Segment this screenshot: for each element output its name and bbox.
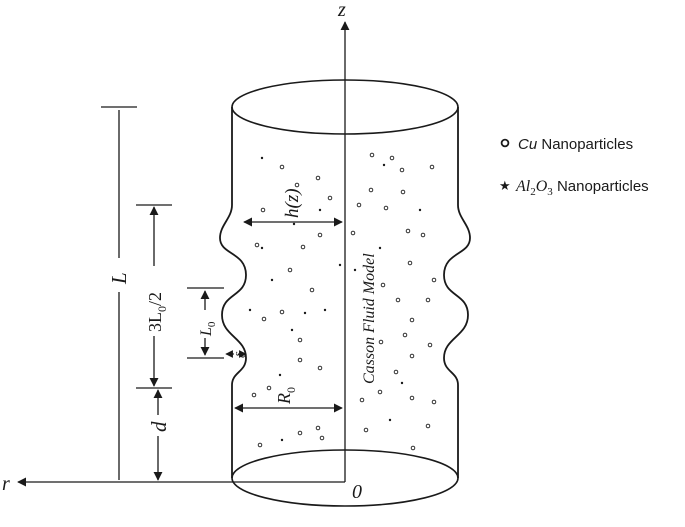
cu-particle xyxy=(297,337,303,343)
cu-particle xyxy=(356,202,362,208)
cu-particle xyxy=(359,397,365,403)
al2o3-particle xyxy=(382,163,386,167)
stenosis-height-label: δ xyxy=(233,351,248,358)
al2o3-particle xyxy=(280,438,284,442)
cu-particle xyxy=(380,282,386,288)
cu-particle xyxy=(266,385,272,391)
al2o3-particle xyxy=(248,308,252,312)
cu-particle xyxy=(368,187,374,193)
radius-label: R0 xyxy=(274,387,298,405)
cu-particle xyxy=(315,175,321,181)
fluid-model-label: Casson Fluid Model xyxy=(361,253,378,384)
tube-left-wall xyxy=(219,107,247,478)
cu-particle xyxy=(409,353,415,359)
cu-particle xyxy=(297,357,303,363)
cu-particle xyxy=(363,427,369,433)
al2o3-particle xyxy=(323,308,327,312)
cu-particle xyxy=(279,309,285,315)
al2o3-particle xyxy=(418,208,422,212)
cu-particle xyxy=(410,445,416,451)
cu-particle xyxy=(327,195,333,201)
cu-particle xyxy=(425,423,431,429)
cu-particle xyxy=(300,244,306,250)
cu-particle xyxy=(350,230,356,236)
wall-height-label: h(z) xyxy=(282,188,303,218)
al2o3-particle xyxy=(292,222,296,226)
cu-particle xyxy=(402,332,408,338)
cu-particle xyxy=(309,287,315,293)
al2o3-particle xyxy=(378,246,382,250)
cu-particle xyxy=(369,152,375,158)
cu-particle xyxy=(377,389,383,395)
al2o3-particle xyxy=(278,373,282,377)
legend: Cu Nanoparticles ★ Al2O3 Nanoparticles xyxy=(499,136,649,198)
cu-particle xyxy=(261,316,267,322)
length-label: L xyxy=(107,272,131,285)
origin-label: 0 xyxy=(352,481,362,503)
r-axis-label: r xyxy=(2,473,10,495)
cu-particle xyxy=(409,317,415,323)
cu-particle xyxy=(287,267,293,273)
cu-particle xyxy=(317,232,323,238)
cu-particle xyxy=(405,228,411,234)
cu-particle xyxy=(395,297,401,303)
z-axis-label: z xyxy=(337,0,346,21)
cu-particle xyxy=(383,205,389,211)
cu-particle xyxy=(431,399,437,405)
cu-particle xyxy=(251,392,257,398)
cu-particle xyxy=(409,395,415,401)
cu-particle xyxy=(431,277,437,283)
al2o3-particle xyxy=(260,156,264,160)
tube-bottom-ellipse-front xyxy=(231,477,459,507)
al2o3-particle xyxy=(303,311,307,315)
cu-particle xyxy=(297,430,303,436)
wave-length-label: L0 xyxy=(198,321,218,337)
al2o3-particle xyxy=(388,418,392,422)
cu-particle xyxy=(378,339,384,345)
legend-al2o3-label: Al2O3 Nanoparticles xyxy=(515,178,649,198)
stenosis-region-label: 3L0/2 xyxy=(145,292,169,332)
al2o3-particle xyxy=(290,328,294,332)
cu-particle xyxy=(399,167,405,173)
cu-particle xyxy=(427,342,433,348)
cu-particle xyxy=(260,207,266,213)
cu-particle xyxy=(279,164,285,170)
cu-particle xyxy=(317,365,323,371)
al2o3-particle xyxy=(270,278,274,282)
cu-particle xyxy=(389,155,395,161)
cu-particle xyxy=(254,242,260,248)
cu-particle xyxy=(425,297,431,303)
cu-particle xyxy=(400,189,406,195)
cu-particle xyxy=(319,435,325,441)
cu-particle xyxy=(294,182,300,188)
cu-particle xyxy=(407,260,413,266)
al2o3-particle xyxy=(318,208,322,212)
cu-particle xyxy=(393,369,399,375)
circle-marker-icon xyxy=(500,138,510,148)
cu-particle xyxy=(420,232,426,238)
al2o3-particle xyxy=(353,268,357,272)
al2o3-particle xyxy=(260,246,264,250)
cu-particle xyxy=(257,442,263,448)
al2o3-particle xyxy=(400,381,404,385)
star-marker-icon: ★ xyxy=(499,178,511,193)
onset-distance-label: d xyxy=(147,421,171,432)
tube-right-wall xyxy=(443,107,471,478)
al2o3-particle xyxy=(338,263,342,267)
nanoparticle-markers xyxy=(248,152,437,451)
cu-particle xyxy=(429,164,435,170)
cu-particle xyxy=(315,425,321,431)
legend-cu-label: Cu Nanoparticles xyxy=(518,136,633,153)
